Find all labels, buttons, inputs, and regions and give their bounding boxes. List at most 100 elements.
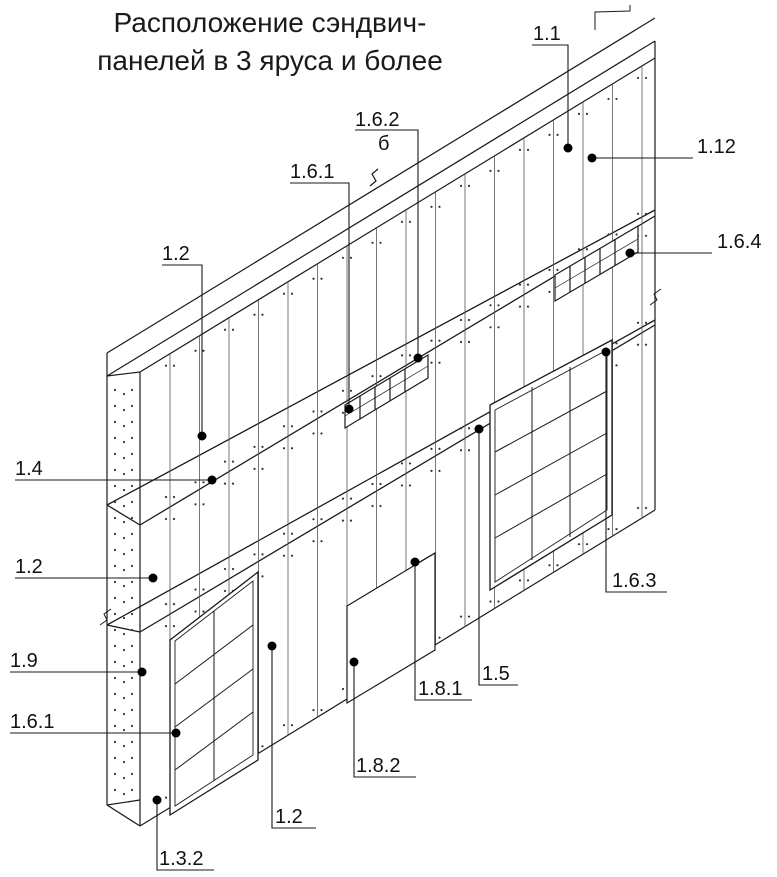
fastener-dot — [130, 644, 134, 648]
fastener-dot — [430, 361, 433, 364]
label-1-6-2: 1.6.2 — [355, 109, 399, 131]
label-1-5: 1.5 — [482, 663, 510, 685]
fastener-dot — [194, 610, 197, 613]
fastener-dot — [459, 427, 463, 430]
fastener-dot — [341, 519, 345, 522]
fastener-dot — [556, 564, 559, 567]
gate-right — [489, 338, 613, 592]
fastener-dot — [467, 184, 471, 187]
fastener-dot — [113, 564, 117, 568]
fastener-dot — [122, 440, 126, 444]
fastener-dot — [518, 283, 522, 286]
fastener-dot — [194, 588, 197, 591]
fastener-dot — [467, 615, 471, 618]
fastener-dot — [320, 432, 323, 435]
fastener-dot — [526, 579, 530, 582]
fastener-dot — [130, 660, 134, 664]
fastener-dot — [223, 460, 227, 463]
fastener-dot — [408, 462, 412, 465]
fastener-dot — [122, 456, 126, 460]
fastener-dot — [261, 553, 264, 556]
fastener-dot — [130, 468, 134, 472]
fastener-dot — [497, 600, 500, 603]
fastener-dot — [312, 277, 315, 280]
fastener-dot — [231, 328, 235, 331]
fastener-dot — [467, 318, 471, 322]
fastener-dot — [202, 349, 205, 352]
fastener-dot — [556, 133, 559, 136]
fastener-dot — [290, 724, 294, 727]
fastener-dot — [290, 447, 294, 450]
fastener-dot — [122, 488, 126, 492]
fastener-dot — [164, 364, 168, 367]
fastener-dot — [130, 580, 134, 584]
fastener-dot — [113, 772, 117, 776]
fastener-dot — [130, 740, 134, 744]
fastener-dot — [130, 708, 134, 712]
fastener-dot — [122, 472, 126, 476]
fastener-dot — [282, 532, 286, 535]
fastener-dot — [194, 349, 197, 352]
fastener-dot — [341, 256, 345, 259]
fastener-dot — [459, 615, 463, 618]
fastener-dot — [548, 290, 551, 293]
fastener-dot — [122, 712, 126, 716]
fastener-dot — [430, 205, 433, 208]
fastener-dot — [172, 495, 176, 499]
fastener-dot — [122, 600, 126, 604]
fastener-dot — [282, 425, 286, 428]
roof-parapet — [106, 5, 656, 377]
fastener-dot — [585, 248, 589, 251]
fastener-dot — [122, 584, 126, 588]
fastener-dot — [122, 792, 126, 796]
fastener-dot — [585, 112, 589, 115]
fastener-dot — [113, 788, 117, 792]
fastener-dot — [636, 212, 640, 215]
fastener-dot — [548, 133, 551, 136]
fastener-dot — [122, 568, 126, 572]
fastener-dot — [371, 241, 374, 244]
fastener-dot — [253, 553, 256, 556]
fastener-dot — [408, 220, 412, 223]
fastener-dot — [371, 375, 374, 378]
fastener-dot — [122, 392, 126, 396]
fastener-dot — [130, 404, 134, 408]
fastener-dot — [430, 469, 433, 472]
fastener-dot — [113, 452, 117, 456]
label-1-8-1: 1.8.1 — [418, 678, 462, 700]
fastener-dot — [253, 467, 256, 470]
fastener-dot — [231, 567, 235, 571]
fastener-dot — [459, 184, 463, 187]
fastener-dot — [172, 625, 176, 628]
fastener-dot — [636, 343, 640, 346]
fastener-dot — [130, 420, 134, 424]
fastener-dot — [615, 527, 618, 531]
fastener-dot — [113, 468, 117, 472]
fastener-dot — [122, 664, 126, 668]
fastener-dot — [438, 339, 441, 342]
fastener-dot — [615, 97, 618, 101]
fastener-dot — [130, 436, 134, 440]
fastener-dot — [438, 447, 441, 450]
fastener-dot — [194, 503, 197, 506]
fastener-dot — [438, 636, 441, 639]
fastener-dot — [113, 724, 117, 728]
fastener-dot — [164, 603, 168, 606]
label-1-6-2-sub: б — [378, 133, 389, 155]
fastener-dot — [636, 321, 640, 324]
label-1-8-2: 1.8.2 — [356, 755, 400, 777]
label-1-6-1-top: 1.6.1 — [290, 161, 334, 183]
fastener-dot — [585, 543, 589, 546]
fastener-dot — [113, 676, 117, 680]
fastener-dot — [577, 112, 581, 115]
fastener-dot — [113, 660, 117, 664]
label-1-2-bot: 1.2 — [275, 806, 303, 828]
window-upper-right — [554, 224, 639, 303]
fastener-dot — [122, 696, 126, 700]
fastener-dot — [526, 283, 530, 286]
fastener-dot — [489, 169, 492, 172]
fastener-dot — [497, 169, 500, 172]
fastener-dot — [320, 410, 323, 413]
label-1-4: 1.4 — [15, 458, 43, 480]
label-1-6-3: 1.6.3 — [612, 570, 656, 592]
